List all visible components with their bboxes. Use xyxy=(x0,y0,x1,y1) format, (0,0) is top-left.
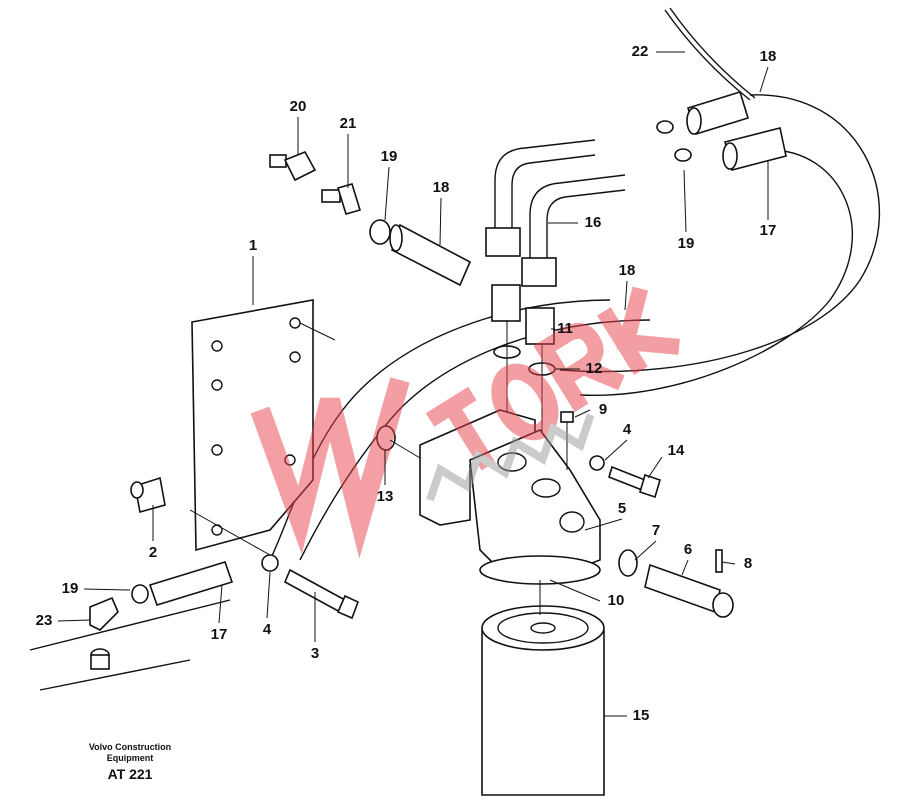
callout-18: 18 xyxy=(619,262,636,279)
callout-21: 21 xyxy=(340,115,357,132)
callout-19: 19 xyxy=(62,580,79,597)
diagram-code: AT 221 xyxy=(107,766,153,782)
oil-filter xyxy=(481,580,605,796)
right-parts xyxy=(560,411,734,618)
callout-22: 22 xyxy=(632,43,649,60)
callout-19: 19 xyxy=(678,235,695,252)
callout-5: 5 xyxy=(618,500,626,517)
callout-1: 1 xyxy=(249,237,257,254)
callout-13: 13 xyxy=(377,488,394,505)
lower-left-parts xyxy=(89,476,360,670)
leader-lines xyxy=(57,51,769,717)
callout-2: 2 xyxy=(149,544,157,561)
watermark-logo xyxy=(250,286,680,559)
callout-16: 16 xyxy=(585,214,602,231)
callout-3: 3 xyxy=(311,645,319,662)
publisher-label: Volvo Construction Equipment xyxy=(60,742,200,764)
small-hoses xyxy=(656,7,787,171)
callout-11: 11 xyxy=(557,320,573,337)
publisher-line-2: Equipment xyxy=(106,753,154,763)
callout-20: 20 xyxy=(290,98,307,115)
callout-17: 17 xyxy=(760,222,777,239)
callout-14: 14 xyxy=(668,442,685,459)
callout-4: 4 xyxy=(623,421,632,438)
callout-7: 7 xyxy=(652,522,660,539)
callout-4: 4 xyxy=(263,621,272,638)
callout-18: 18 xyxy=(433,179,450,196)
callout-12: 12 xyxy=(586,360,603,377)
callout-23: 23 xyxy=(36,612,53,629)
callout-8: 8 xyxy=(744,555,752,572)
callout-19: 19 xyxy=(381,148,398,165)
callout-9: 9 xyxy=(599,401,607,418)
publisher-line-1: Volvo Construction xyxy=(88,742,172,752)
callout-6: 6 xyxy=(684,541,692,558)
left-fittings xyxy=(269,150,472,287)
callout-10: 10 xyxy=(608,592,625,609)
callout-15: 15 xyxy=(633,707,650,724)
callout-17: 17 xyxy=(211,626,228,643)
callout-labels: 22 18 20 21 19 18 16 19 17 1 18 11 12 9 … xyxy=(36,43,777,724)
callout-18: 18 xyxy=(760,48,777,65)
